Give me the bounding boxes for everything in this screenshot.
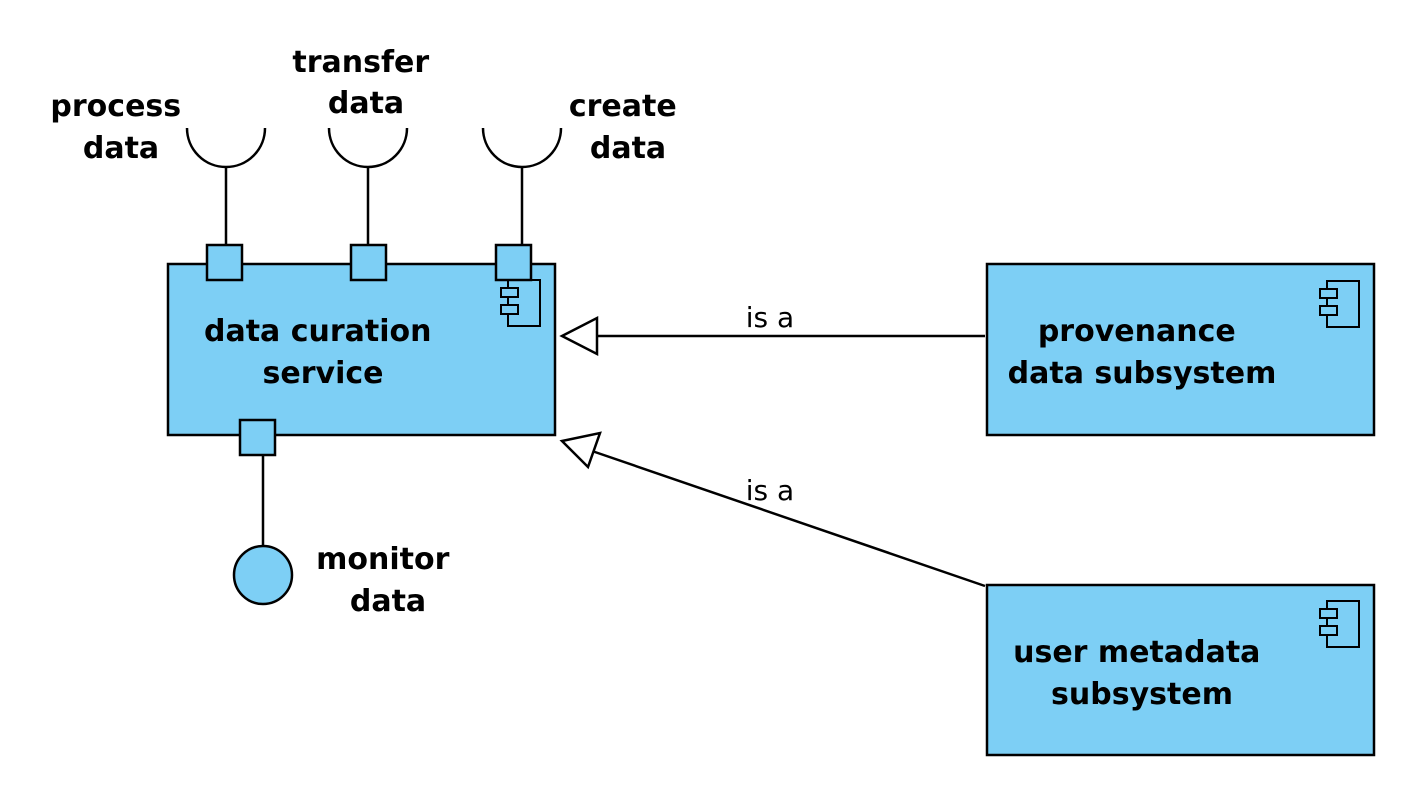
socket-icon [327,127,409,169]
socket-icon [185,127,267,169]
interface-label-monitor-data: monitor data [316,542,460,619]
component-data-curation-service[interactable]: data curation service [166,262,557,437]
component-name: provenance data subsystem [1008,314,1277,391]
port-process-data[interactable] [205,243,244,282]
required-interface-transfer-data[interactable] [327,127,409,245]
component-icon [1319,600,1360,648]
generalization-user-metadata [559,431,986,588]
required-interface-process-data[interactable] [185,127,267,245]
generalization-line [591,449,986,588]
interface-label-create-data: create data [569,89,687,166]
component-box [985,583,1376,757]
component-name: user metadata subsystem [1013,635,1271,712]
socket-icon [481,127,563,169]
component-user-metadata-subsystem[interactable]: user metadata subsystem [985,583,1376,757]
relation-label: is a [746,474,794,507]
generalization-provenance [559,315,985,357]
provided-interface-monitor-data[interactable] [232,455,294,606]
lollipop-icon [232,544,294,606]
component-name: data curation service [204,314,442,391]
port-create-data[interactable] [494,243,533,282]
generalization-arrowhead [559,431,602,470]
component-box [985,262,1376,437]
component-provenance-data-subsystem[interactable]: provenance data subsystem [985,262,1376,437]
component-icon [1319,280,1360,328]
required-interface-create-data[interactable] [481,127,563,245]
generalization-arrowhead [559,315,599,357]
port-transfer-data[interactable] [349,243,388,282]
component-icon [500,279,541,327]
component-box [166,262,557,437]
interface-label-transfer-data: transfer data [292,45,439,121]
port-monitor-data[interactable] [238,418,277,457]
relation-label: is a [746,301,794,334]
interface-label-process-data: process data [50,89,191,166]
